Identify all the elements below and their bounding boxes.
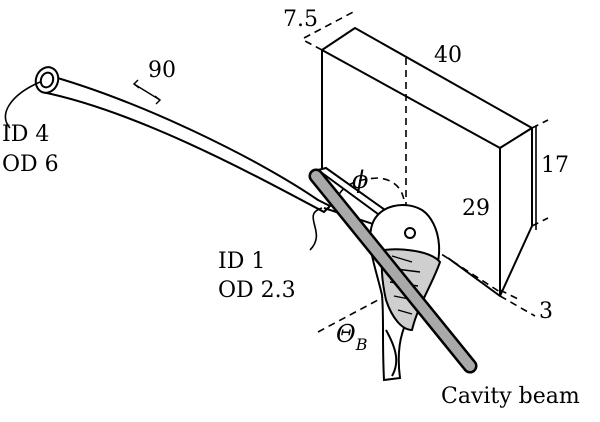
block-height-inner-label: 29 — [462, 196, 490, 221]
capillary-id-label: ID 1 — [218, 249, 265, 274]
tube-label-pointer — [4, 81, 41, 129]
block-length-label: 40 — [434, 43, 462, 68]
phi-arc — [335, 177, 405, 206]
tube-id-label: ID 4 — [2, 122, 49, 147]
block-base-guide — [431, 247, 501, 293]
bottom-short-guide — [499, 289, 521, 301]
angle-phi-label: ϕ — [352, 166, 368, 194]
block-side-face — [499, 127, 533, 297]
dimension-guides — [303, 9, 549, 333]
top-inner-guide — [304, 40, 323, 51]
outer-tube-body — [38, 71, 332, 214]
tube-od-label: OD 6 — [2, 152, 59, 177]
block-offset-label: 3 — [539, 299, 553, 324]
beam-rod-fill — [311, 171, 475, 371]
block-top-face — [321, 27, 533, 149]
block-depth-label: 7.5 — [283, 7, 318, 32]
outer-tube-bore — [39, 71, 55, 89]
right-top-guide — [531, 119, 549, 129]
cavity-beam — [308, 168, 478, 374]
capillary-label-pointer — [309, 207, 323, 251]
capillary-od-label: OD 2.3 — [218, 278, 296, 303]
nozzle-hole — [404, 227, 416, 239]
angle-theta-label: ΘB — [336, 320, 368, 354]
jet-tail — [385, 329, 398, 377]
top-left-guide — [303, 9, 358, 39]
length-arrow — [132, 79, 162, 105]
outer-tube — [34, 66, 332, 214]
bottom-right-guide — [499, 295, 536, 317]
block-height-right-label: 17 — [541, 153, 569, 178]
angle-theta-symbol: Θ — [336, 320, 356, 348]
angle-theta-subscript: B — [355, 335, 368, 354]
tube-length-label: 90 — [148, 58, 176, 83]
block — [321, 27, 533, 297]
right-bottom-guide — [531, 217, 549, 227]
cavity-beam-label: Cavity beam — [441, 384, 580, 409]
